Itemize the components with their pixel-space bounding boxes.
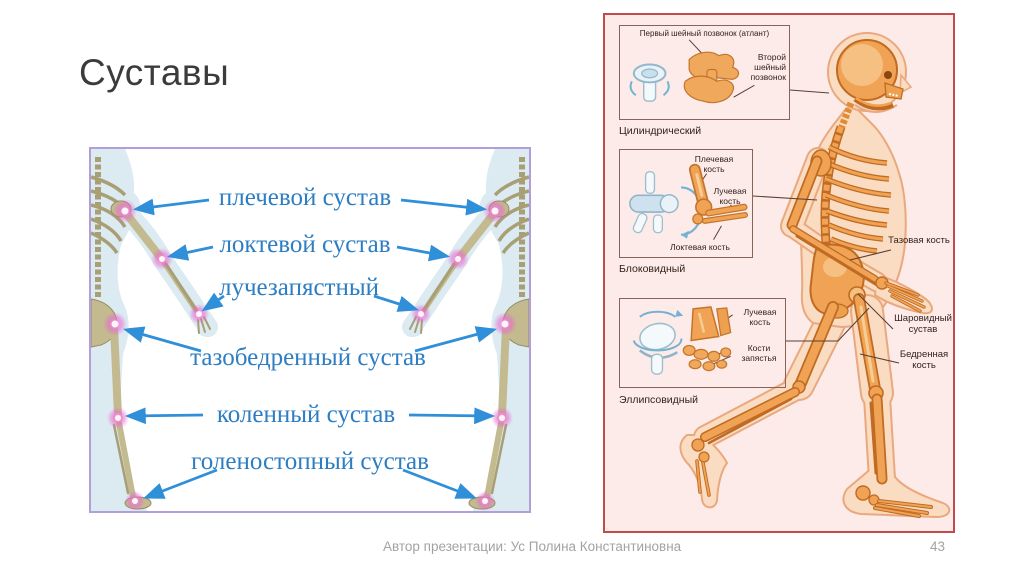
elbow-bones-illustration <box>688 163 749 225</box>
radius-label: Лучевая кость <box>713 186 747 207</box>
cylindrical-caption: Цилиндрический <box>619 125 702 137</box>
joints-overview-figure: плечевой сустав локтевой сустав лучезапя… <box>89 147 531 513</box>
joint-label-ankle: голеностопный сустав <box>191 448 429 475</box>
wrist-bones-illustration <box>682 306 732 372</box>
ellipsoid-joint-icon <box>632 309 684 375</box>
slide-title: Суставы <box>79 52 230 93</box>
trochlear-joint-box: Плечевая кость Лучевая кость Локтевая ко… <box>619 149 753 258</box>
footer-author: Автор презентации: Ус Полина Константино… <box>383 539 682 554</box>
trochlear-joint-illustration <box>629 163 749 240</box>
joint-types-figure: Первый шейный позвонок (атлант) Второй ш… <box>603 13 955 533</box>
joint-label-elbow: локтевой сустав <box>219 231 391 258</box>
ellipsoid-caption: Эллипсовидный <box>619 394 698 406</box>
humerus-label: Плечевая кость <box>694 154 734 175</box>
ball-joint-label: Шаровидный сустав <box>894 313 952 336</box>
pelvic-bone-label: Тазовая кость <box>888 235 950 246</box>
skeleton-right-half-illustration <box>402 149 529 511</box>
radius-label-2: Лучевая кость <box>743 307 777 328</box>
atlas-vertebra-label: Первый шейный позвонок (атлант) <box>639 29 770 38</box>
connector-lines <box>752 89 900 364</box>
joint-label-shoulder: плечевой сустав <box>218 184 392 211</box>
trochlear-caption: Блоковидный <box>619 263 686 275</box>
axis-vertebra-label: Второй шейный позвонок <box>750 52 786 83</box>
page-number: 43 <box>930 539 946 554</box>
joint-pointer-arrows <box>122 198 498 499</box>
ellipsoid-joint-illustration <box>632 306 733 375</box>
skeleton-left-half-illustration <box>91 149 218 511</box>
femur-label: Бедренная кость <box>899 349 949 372</box>
cylindrical-joint-icon <box>629 63 670 102</box>
joint-label-wrist: лучезапястный <box>218 274 380 301</box>
joint-label-knee: коленный сустав <box>216 401 396 428</box>
walking-skeleton-illustration <box>679 32 951 519</box>
ulna-label: Локтевая кость <box>670 242 730 252</box>
ellipsoid-joint-box: Лучевая кость Кости запястья <box>619 298 786 388</box>
carpal-bones-label: Кости запястья <box>741 343 777 364</box>
cylindrical-joint-box: Первый шейный позвонок (атлант) Второй ш… <box>619 25 790 120</box>
trochlear-joint-icon <box>629 170 703 239</box>
atlas-axis-vertebrae-illustration <box>683 51 740 104</box>
cylindrical-joint-illustration <box>629 39 755 104</box>
joint-label-hip: тазобедренный сустав <box>190 344 426 371</box>
skeleton-halves <box>91 149 529 511</box>
